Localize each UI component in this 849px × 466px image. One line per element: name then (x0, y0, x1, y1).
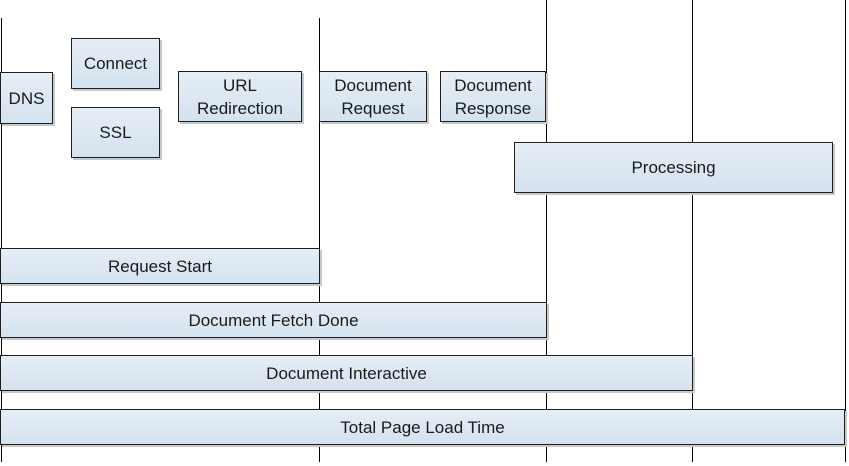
request-start-bar: Request Start (0, 248, 320, 284)
ssl-box: SSL (71, 107, 160, 158)
url-redirection-box: URL Redirection (178, 71, 302, 122)
document-request-box: Document Request (319, 71, 427, 122)
boundary-line-load (845, 0, 846, 462)
boundary-line-request-start (319, 18, 320, 462)
document-interactive-bar: Document Interactive (0, 355, 693, 391)
connect-box: Connect (71, 38, 160, 89)
dns-box: DNS (0, 72, 53, 124)
boundary-line-start (1, 18, 2, 462)
processing-box: Processing (514, 142, 833, 193)
document-response-box: Document Response (440, 71, 546, 122)
document-fetch-done-bar: Document Fetch Done (0, 302, 547, 338)
boundary-line-interactive (692, 0, 693, 462)
total-page-load-time-bar: Total Page Load Time (0, 409, 845, 445)
boundary-line-fetch-done (546, 0, 547, 462)
